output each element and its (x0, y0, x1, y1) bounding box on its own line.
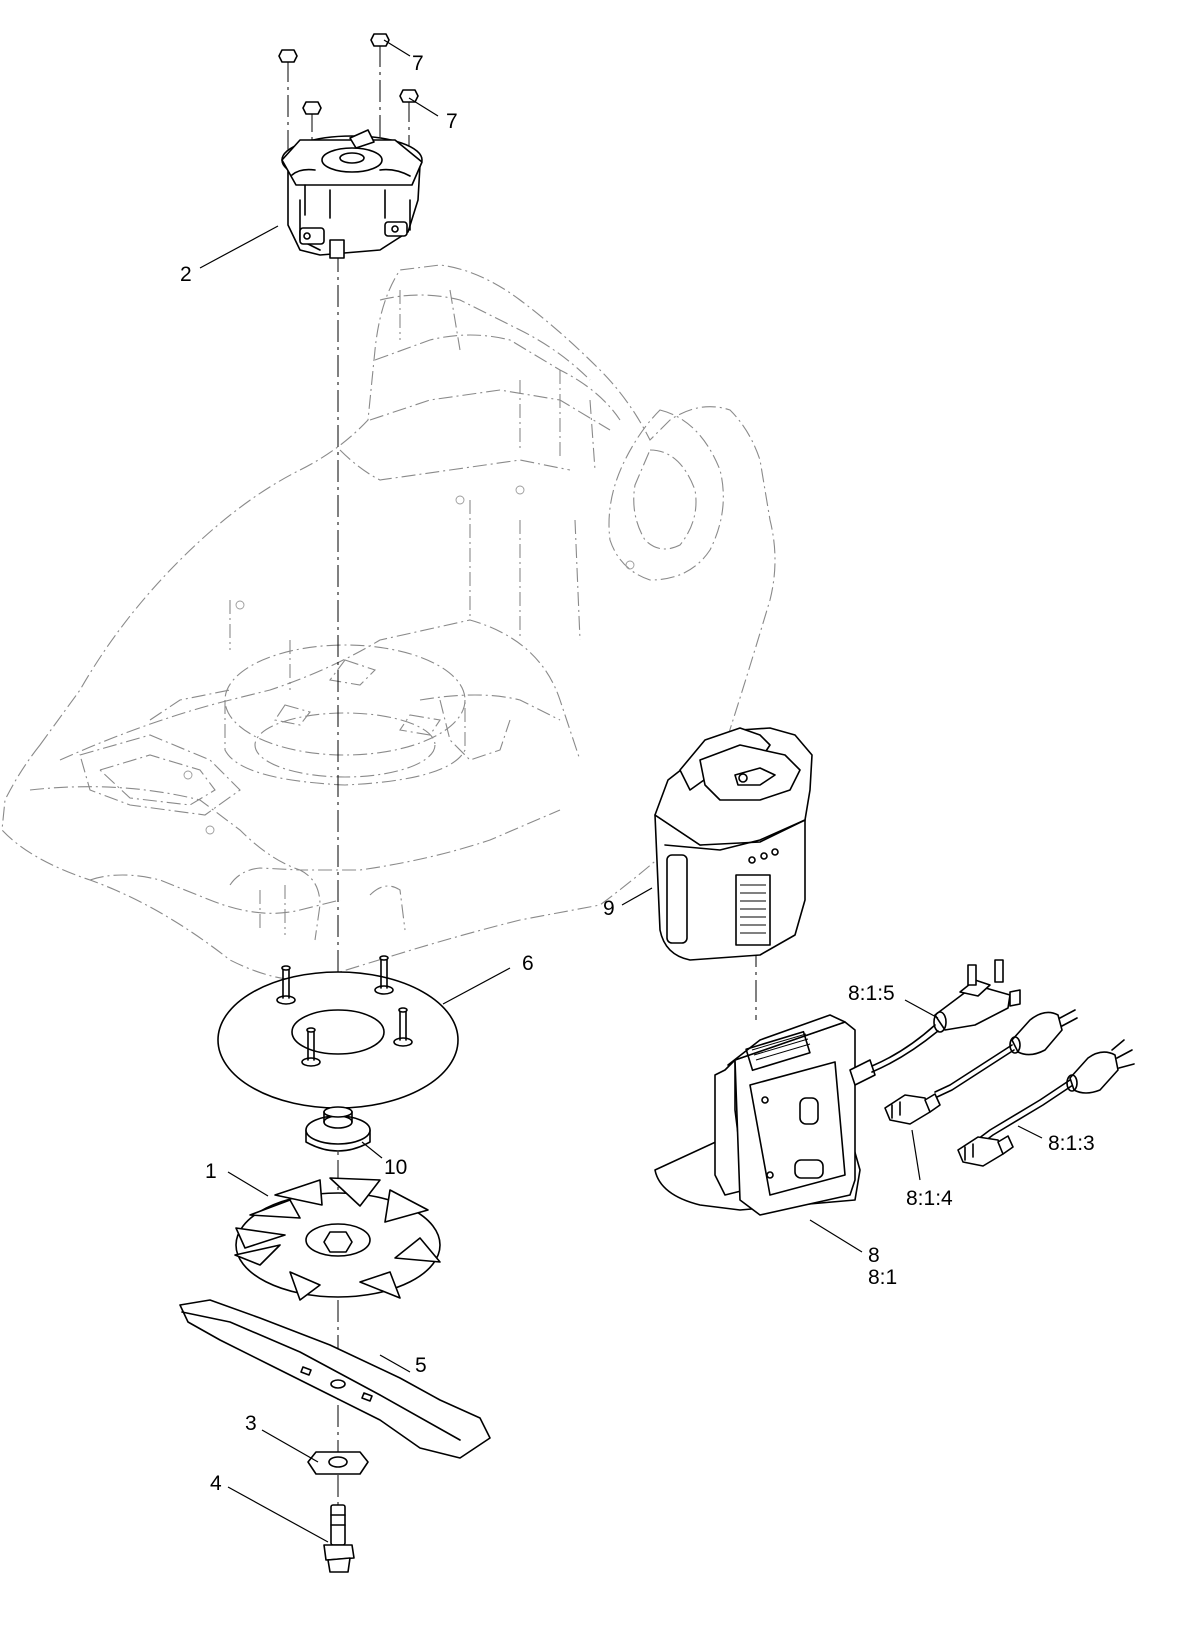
callout-labels: 7 7 2 6 10 1 5 3 4 9 8 8:1 8:1:5 8:1:3 8… (180, 52, 1095, 1495)
bolt-icon (323, 1504, 355, 1573)
electric-motor-icon (281, 129, 423, 259)
callout-9: 9 (603, 897, 615, 920)
callout-5: 5 (415, 1354, 427, 1377)
callout-8-1-4: 8:1:4 (906, 1187, 953, 1210)
blade-guard-icon (217, 955, 459, 1109)
fan-icon (234, 1177, 441, 1301)
stud-icon (276, 955, 413, 1067)
leader-lines (199, 39, 1043, 1543)
hub-icon (305, 1106, 371, 1152)
callout-8-1-5: 8:1:5 (848, 982, 895, 1005)
uk-plug-icon (933, 959, 1021, 1033)
washer-icon (307, 1451, 369, 1475)
callout-8-1: 8:1 (868, 1266, 897, 1289)
callout-7-upper: 7 (412, 52, 424, 75)
callout-10: 10 (384, 1156, 407, 1179)
screw-icon (278, 33, 419, 115)
callout-1: 1 (205, 1160, 217, 1183)
callout-3: 3 (245, 1412, 257, 1435)
callout-6: 6 (522, 952, 534, 975)
callout-8-1-3: 8:1:3 (1048, 1132, 1095, 1155)
battery-charger-icon (654, 1014, 876, 1216)
callout-8: 8 (868, 1244, 880, 1267)
battery-pack-icon (654, 727, 813, 961)
eu-plug-icon (884, 1009, 1078, 1125)
mower-deck-phantom (1, 264, 776, 981)
blade-icon (179, 1299, 491, 1459)
callout-7-lower: 7 (446, 110, 458, 133)
aus-plug-icon (957, 1039, 1135, 1167)
callout-4: 4 (210, 1472, 222, 1495)
power-cord-icon (871, 1024, 1074, 1151)
callout-2: 2 (180, 263, 192, 286)
